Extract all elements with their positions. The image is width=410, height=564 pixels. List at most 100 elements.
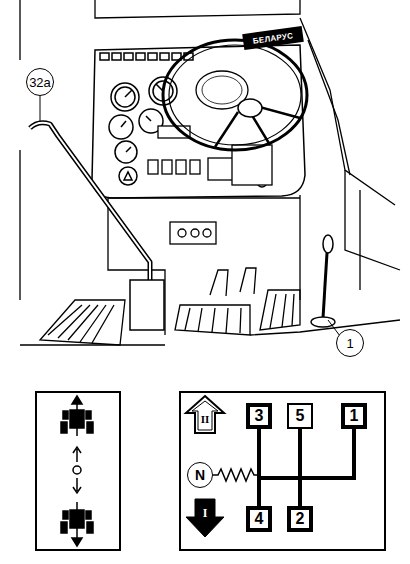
lever-1 xyxy=(311,317,335,327)
cab-frame xyxy=(20,0,400,300)
floor-pedals xyxy=(210,270,228,296)
lever-32a xyxy=(30,123,150,282)
gear-box: 2 xyxy=(287,506,313,532)
tractor-icon xyxy=(73,447,81,462)
neutral-spring xyxy=(213,469,257,481)
tractor-icon xyxy=(73,466,81,474)
steering-wheel xyxy=(238,99,262,117)
tractor-icon xyxy=(72,538,82,546)
console xyxy=(299,195,300,300)
tractor-icon xyxy=(63,511,68,519)
cab-frame xyxy=(19,0,20,300)
cab-frame xyxy=(308,40,350,175)
switch-panel xyxy=(148,160,158,174)
tractor-icon xyxy=(76,502,78,510)
console xyxy=(178,229,186,237)
switch-panel xyxy=(176,160,186,174)
dashboard xyxy=(148,53,157,60)
gauge xyxy=(119,167,137,185)
direction-panel xyxy=(36,392,120,550)
console xyxy=(191,229,199,237)
node-text: 1 xyxy=(350,407,359,425)
shift-pattern-line xyxy=(259,476,300,480)
lever-32a xyxy=(30,123,150,282)
tractor-icon xyxy=(76,528,78,538)
cab-frame xyxy=(345,170,400,270)
shift-path-line xyxy=(298,429,302,506)
gear-box: 5 xyxy=(287,403,313,429)
range-numeral: II xyxy=(193,410,217,428)
brand-plate: БЕЛАРУС xyxy=(242,26,304,50)
steering-wheel xyxy=(163,40,307,150)
cab-frame xyxy=(300,18,395,205)
console xyxy=(203,229,211,237)
gauge xyxy=(121,84,163,152)
lever-1 xyxy=(323,253,327,318)
dashboard xyxy=(92,45,305,198)
tractor-icon xyxy=(72,396,82,404)
switch-panel xyxy=(190,160,200,174)
range-arrow-symbol xyxy=(186,396,224,433)
dashboard xyxy=(136,53,145,60)
floor-pedals xyxy=(260,290,300,330)
neutral-spring xyxy=(213,469,257,481)
dashboard xyxy=(112,53,121,60)
tractor-icon xyxy=(76,404,78,410)
dashboard xyxy=(124,53,133,60)
tractor-icon xyxy=(70,410,84,428)
range-arrow-symbol xyxy=(186,499,224,537)
node-text: 3 xyxy=(255,407,264,425)
floor-pedals xyxy=(270,294,294,328)
tractor-icon xyxy=(76,428,78,436)
console xyxy=(170,222,216,244)
dashboard xyxy=(100,53,109,60)
floor-pedals xyxy=(185,308,241,333)
dashboard xyxy=(160,53,169,60)
floor-pedals xyxy=(48,305,114,343)
tractor-icon xyxy=(63,411,68,419)
neutral-circle: N xyxy=(187,462,213,488)
node-text: 5 xyxy=(296,407,305,425)
shift-path-line xyxy=(300,429,354,506)
shift-pattern-line xyxy=(259,476,300,480)
node-text: 1 xyxy=(346,336,353,351)
direction-panel xyxy=(36,392,120,550)
tractor-icon xyxy=(86,411,91,419)
tractor-icon xyxy=(87,522,93,533)
tractor-icon xyxy=(86,511,91,519)
shift-path-line xyxy=(257,429,261,506)
switch-panel xyxy=(162,160,172,174)
tractor-icon xyxy=(73,478,81,493)
tractor-icon xyxy=(61,396,93,546)
console xyxy=(108,197,300,198)
floor-pedals xyxy=(175,305,250,335)
gear-panel xyxy=(180,392,385,550)
callout-number: 1 xyxy=(336,329,364,357)
node-text: 32a xyxy=(29,75,51,90)
gauge xyxy=(124,172,132,180)
lever-32a xyxy=(130,280,164,330)
gear-box: 3 xyxy=(246,403,272,429)
steering-wheel xyxy=(163,40,307,185)
steering-wheel xyxy=(169,45,301,145)
dashboard xyxy=(92,45,305,198)
range-numeral: I xyxy=(193,504,217,522)
console xyxy=(108,195,300,335)
tractor-icon xyxy=(87,422,93,433)
callout-number: 32a xyxy=(26,68,54,96)
floor-pedals xyxy=(40,300,125,345)
range-arrow-symbol xyxy=(192,401,218,430)
gear-box: 4 xyxy=(246,506,272,532)
steering-wheel xyxy=(202,76,242,104)
cab-frame xyxy=(95,0,300,18)
node-text: 4 xyxy=(255,510,264,528)
tractor-icon xyxy=(70,510,84,528)
cab-frame xyxy=(359,190,360,290)
floor-pedals xyxy=(240,268,256,294)
tractor-icon xyxy=(61,422,67,433)
lever-1 xyxy=(323,235,333,253)
gear-panel xyxy=(180,392,385,550)
node-text: N xyxy=(195,467,205,483)
